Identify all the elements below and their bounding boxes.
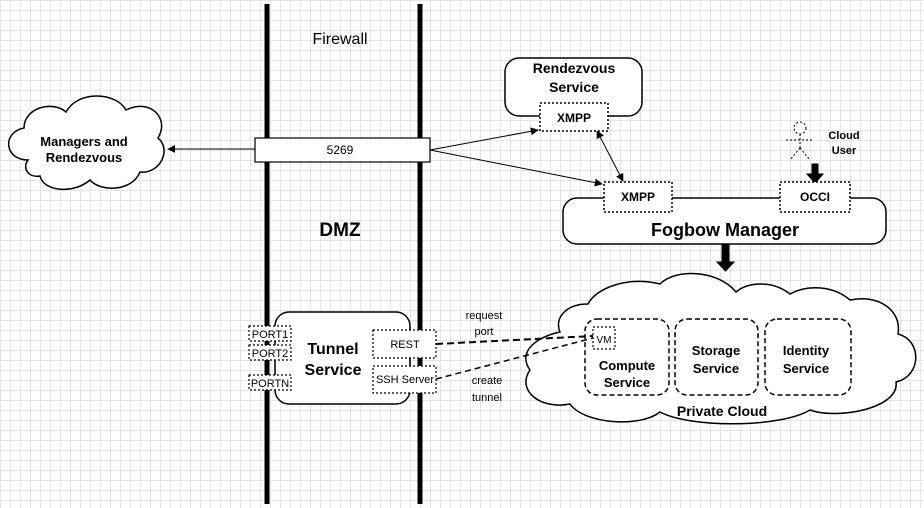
rendezvous-service: Rendezvous Service XMPP xyxy=(504,57,643,132)
private-cloud: VM Compute Service Storage Service Ident… xyxy=(525,272,917,425)
request-port-line2: port xyxy=(475,326,494,338)
create-tunnel-line2: tunnel xyxy=(472,392,502,404)
storage-line1: Storage xyxy=(692,343,740,358)
port-5269-box: 5269 xyxy=(254,137,431,163)
managers-rendezvous-cloud: Managers and Rendezvous xyxy=(7,95,165,191)
port1-label: PORT1 xyxy=(252,329,288,341)
compute-line1: Compute xyxy=(599,358,655,373)
identity-service-box xyxy=(764,318,852,396)
portn-label: PORTN xyxy=(251,378,289,390)
rendezvous-xmpp-label: XMPP xyxy=(557,111,591,125)
fogbow-manager: XMPP OCCI Fogbow Manager xyxy=(562,181,887,245)
arrow-to-fogbow-xmpp xyxy=(429,149,603,187)
managers-rendezvous-line1: Managers and xyxy=(40,134,127,149)
fogbow-xmpp-label: XMPP xyxy=(621,190,655,204)
ssh-server-box xyxy=(372,365,437,394)
arrow-user-to-occi xyxy=(805,163,825,184)
create-tunnel-link xyxy=(435,337,594,380)
rendezvous-xmpp-box xyxy=(539,102,609,132)
port2-label: PORT2 xyxy=(252,348,288,360)
storage-service-box xyxy=(674,318,759,396)
firewall-label: Firewall xyxy=(312,31,367,48)
identity-line1: Identity xyxy=(783,343,830,358)
request-port-link xyxy=(435,335,594,345)
create-tunnel-line1: create xyxy=(472,375,503,387)
managers-rendezvous-line2: Rendezvous xyxy=(46,150,123,165)
fogbow-manager-title: Fogbow Manager xyxy=(651,220,799,240)
vm-label: VM xyxy=(597,335,612,346)
cloud-user-line2: User xyxy=(832,145,857,157)
cloud-user-line1: Cloud xyxy=(828,130,859,142)
fogbow-occi-label: OCCI xyxy=(800,190,830,204)
port2-box xyxy=(248,344,292,361)
compute-line2: Service xyxy=(604,375,650,390)
cloud-user-actor: Cloud User xyxy=(786,121,860,161)
ssh-server-label: SSH Server xyxy=(376,374,434,386)
fogbow-occi-box xyxy=(779,181,851,213)
arrow-xmpp-link xyxy=(596,130,624,182)
identity-line2: Service xyxy=(783,361,829,376)
rendezvous-line2: Service xyxy=(549,79,599,95)
rest-box xyxy=(372,329,437,359)
request-port-line1: request xyxy=(466,310,503,322)
dmz-label: DMZ xyxy=(319,220,361,241)
portn-box xyxy=(248,374,292,391)
arrow-fogbow-to-cloud xyxy=(715,244,736,272)
port-5269-label: 5269 xyxy=(327,143,354,157)
arrow-to-rendezvous-xmpp xyxy=(429,127,539,151)
private-cloud-label: Private Cloud xyxy=(677,403,767,419)
tunnel-line2: Service xyxy=(305,362,362,379)
rest-label: REST xyxy=(390,339,420,351)
storage-line2: Service xyxy=(693,361,739,376)
tunnel-service: Tunnel Service PORT1 PORT2 PORTN REST SS… xyxy=(248,311,437,405)
port1-box xyxy=(248,325,292,342)
rendezvous-line1: Rendezvous xyxy=(533,60,616,76)
fogbow-xmpp-box xyxy=(603,181,673,213)
tunnel-line1: Tunnel xyxy=(307,341,358,358)
